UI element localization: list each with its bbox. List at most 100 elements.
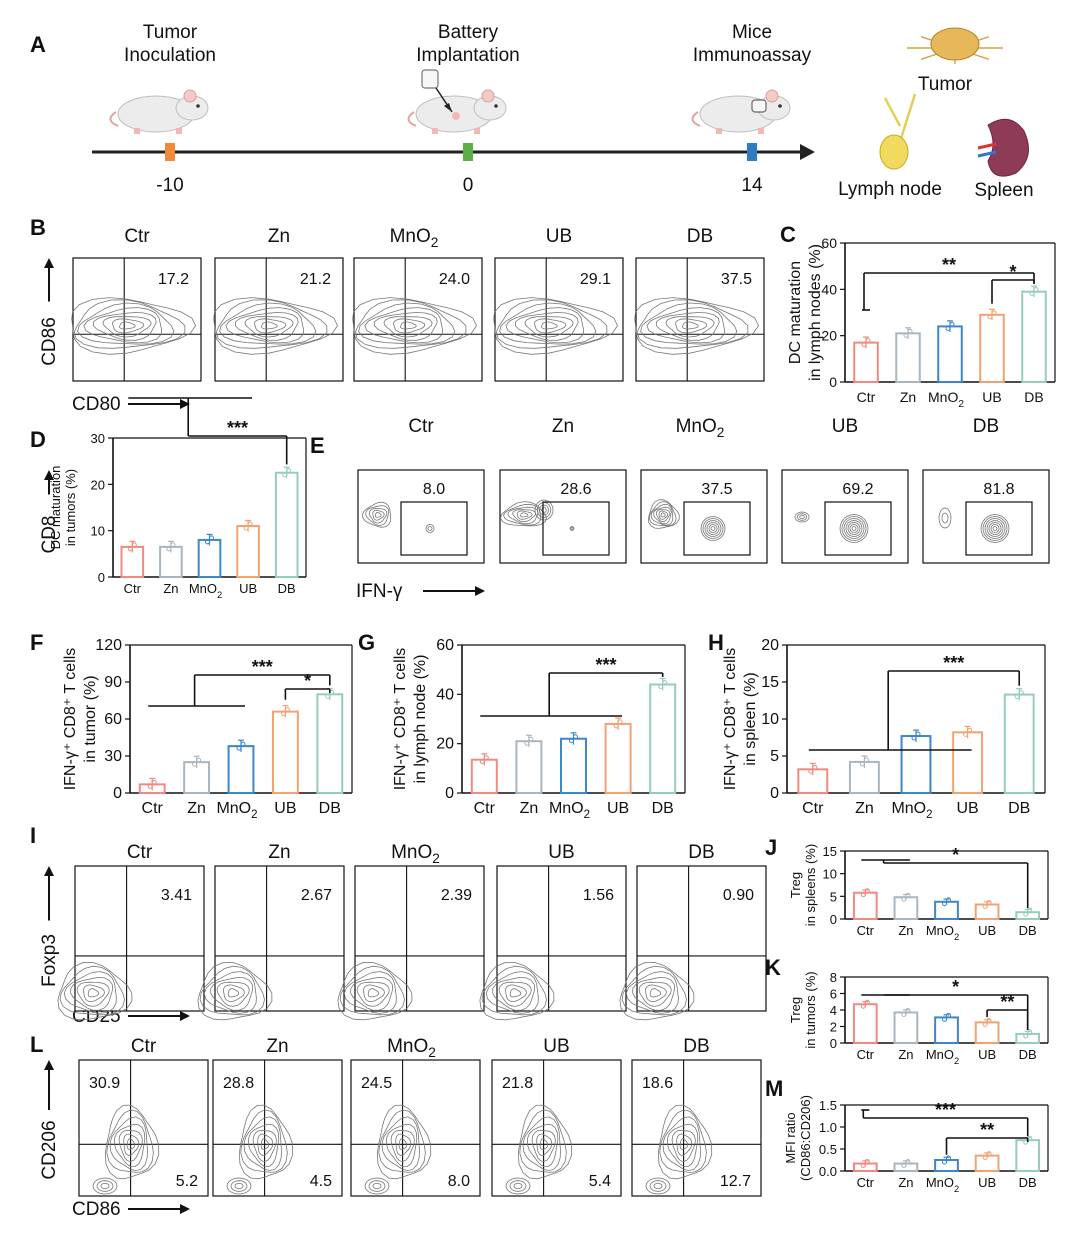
flow-contour [199,965,265,1016]
significance-marker-f-1: * [304,671,311,691]
quadrant-percentage-upper-l-2: 24.5 [361,1075,392,1092]
data-point [982,1155,988,1161]
flow-contour [647,499,680,529]
flow-yarrowhead-i [44,866,54,876]
flow-contour [479,962,555,1021]
x-tick-label-j-1: Zn [898,923,913,938]
mouse-illustration-0-ear [183,89,197,103]
gate-contour [980,514,1010,543]
x-tick-label-m-2-sub: 2 [954,1184,959,1194]
y-axis-label-line-0: Treg [788,997,803,1023]
gate-contour [570,527,574,530]
data-point [170,542,176,548]
flow-plot-frame [72,257,202,382]
flow-title-l-3: UB [543,1036,569,1057]
x-tick-label-j-4: DB [1019,923,1037,938]
data-point [658,683,664,689]
panel-label-i: I [30,823,36,848]
flow-contour [526,1123,559,1168]
y-tick-label: 8 [830,970,837,985]
flow-contour [655,509,671,523]
significance-marker-g-0: *** [595,655,616,675]
flow-contour [378,1109,426,1173]
flow-contour [126,1138,136,1150]
x-tick-label-c-2: MnO2 [928,389,964,410]
significance-marker-m-1: ** [980,1120,994,1140]
data-point [1018,690,1024,696]
data-point [905,1159,911,1165]
gate-contour [710,526,716,531]
data-point [205,539,210,545]
flow-contour [363,984,385,1003]
flow-title-e-2-sub: 2 [717,425,725,440]
ifn-gate [400,501,468,556]
y-tick-label: 20 [821,328,837,344]
quadrant-percentage-b-3: 29.1 [580,271,611,288]
y-tick-label: 0.0 [819,1164,837,1179]
bar-g-zn [515,740,543,795]
flow-xlabel-b: CD80 [72,394,121,415]
data-point [860,1003,866,1009]
data-point [1023,1033,1029,1039]
flow-contour [653,506,672,525]
bar-m-db [1015,1139,1041,1172]
mouse-illustration-2-tail [691,111,701,127]
y-tick-label: 0.5 [819,1142,837,1157]
y-axis-label-line-0: Treg [788,872,803,898]
flow-contour [210,976,254,1011]
data-point [808,768,814,774]
x-tick-label-c-2-sub: 2 [958,399,964,410]
flow-contour [83,984,105,1003]
y-axis-label-line-0: DC maturation [48,466,63,550]
quadrant-percentage-b-2: 24.0 [439,271,470,288]
data-point [864,888,870,894]
y-tick-label: 20 [91,477,105,492]
significance-marker-c-0: ** [942,255,956,275]
data-point [1027,907,1033,913]
battery-illustration [421,69,439,89]
data-point [240,741,246,747]
flow-contour [385,1123,418,1168]
flow-contour [539,504,549,516]
y-tick-label: 0 [829,374,837,390]
y-tick-label: 120 [95,637,122,654]
y-tick-label: 15 [761,674,779,691]
y-axis-label-line-1: in lymph nodes (%) [807,244,824,381]
flow-contour [640,302,738,345]
flow-contour [534,318,567,334]
flow-contour [376,1104,432,1180]
flow-contour [92,312,157,341]
data-point [236,745,242,751]
data-point [662,679,668,685]
flow-contour [524,316,574,338]
flow-contour [213,297,338,355]
flow-ylabel-e: CD8 [39,515,60,553]
data-point [905,1007,911,1013]
flow-title-i-1: Zn [268,842,290,863]
y-tick-label: 30 [104,748,122,765]
flow-contour [381,1116,420,1172]
x-tick-label-h-2-sub: 2 [926,809,932,821]
y-axis-label-line-0: MFI ratio [783,1112,798,1163]
mouse-illustration-2-ear [765,89,779,103]
gate-percentage-e-4: 81.8 [983,481,1014,498]
bar-h-db [1003,693,1035,795]
gate-contour [990,524,1000,533]
organ-label-tumor: Tumor [918,74,973,95]
flow-contour [507,506,539,525]
flow-contour [244,316,294,338]
ifn-gate [965,501,1033,556]
flow-title-b-2: MnO2 [390,226,439,250]
y-tick-label: 40 [821,281,837,297]
flow-contour [505,307,585,344]
gate-percentage-e-0: 8.0 [423,481,445,498]
spleen-body [987,118,1029,177]
flow-contour [104,1104,160,1180]
y-tick-label: 4 [830,1003,837,1018]
flow-contour [109,1116,148,1172]
data-point [284,707,290,713]
